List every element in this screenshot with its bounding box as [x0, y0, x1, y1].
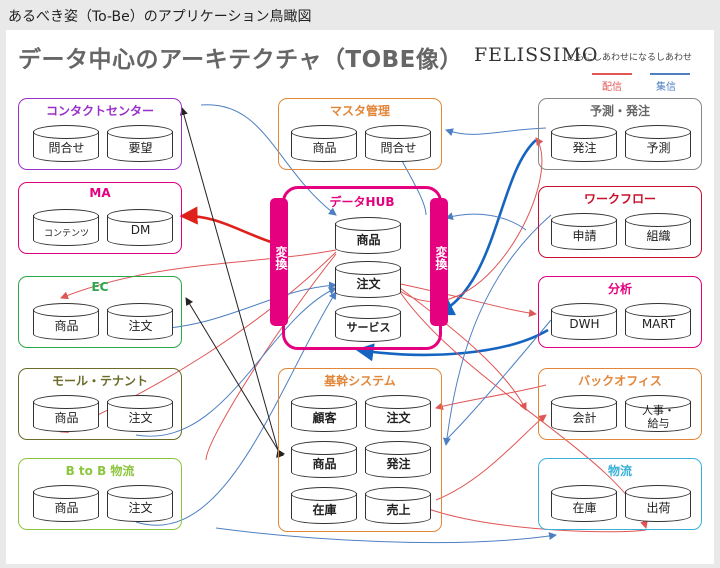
- system-master-management[interactable]: マスタ管理 商品 問合せ: [278, 98, 442, 170]
- converter-right: [430, 198, 448, 326]
- system-title: マスタ管理: [329, 104, 390, 118]
- system-workflow[interactable]: ワークフロー 申請 組織: [538, 186, 702, 258]
- slide-panel: データ中心のアーキテクチャ（TOBE像） FELISSIMO ともにしあわせにな…: [6, 30, 714, 564]
- hub-datastore-product[interactable]: 商品: [335, 217, 401, 257]
- system-title: B to B 物流: [65, 464, 135, 478]
- datastore[interactable]: コンテンツ: [33, 209, 99, 249]
- datastore[interactable]: 会計: [551, 395, 617, 435]
- brand-logo: FELISSIMO: [474, 44, 599, 66]
- legend-inbound-label: 集信: [656, 82, 676, 93]
- datastore[interactable]: 注文: [107, 303, 173, 343]
- system-title: バックオフィス: [578, 374, 662, 388]
- hub-datastore-order[interactable]: 注文: [335, 261, 401, 301]
- datastore[interactable]: 売上: [365, 487, 431, 527]
- datastore[interactable]: 在庫: [551, 485, 617, 525]
- hub-title: データHUB: [329, 195, 395, 209]
- datastore[interactable]: 要望: [107, 125, 173, 165]
- legend-inbound-line: [650, 73, 690, 75]
- system-title: EC: [91, 280, 109, 294]
- datastore[interactable]: 注文: [107, 395, 173, 435]
- system-backoffice[interactable]: バックオフィス 会計 人事・ 給与: [538, 368, 702, 440]
- converter-left: [270, 198, 288, 326]
- system-contact-center[interactable]: コンタクトセンター 問合せ 要望: [18, 98, 182, 170]
- datastore[interactable]: 商品: [33, 395, 99, 435]
- system-btob-logistics[interactable]: B to B 物流 商品 注文: [18, 458, 182, 530]
- system-mall-tenant[interactable]: モール・テナント 商品 注文: [18, 368, 182, 440]
- datastore[interactable]: 注文: [365, 395, 431, 435]
- system-ec[interactable]: EC 商品 注文: [18, 276, 182, 348]
- datastore[interactable]: 問合せ: [365, 125, 431, 165]
- system-forecast-ordering[interactable]: 予測・発注 発注 予測: [538, 98, 702, 170]
- datastore[interactable]: DWH: [551, 303, 617, 343]
- system-title: モール・テナント: [51, 374, 148, 388]
- system-title: 物流: [607, 464, 632, 478]
- converter-right-label: 変換: [434, 246, 448, 270]
- datastore[interactable]: DM: [107, 209, 173, 249]
- hub-to-ma-arrow: [179, 206, 272, 244]
- datastore[interactable]: 申請: [551, 213, 617, 253]
- datastore[interactable]: 商品: [291, 441, 357, 481]
- datastore[interactable]: 人事・ 給与: [625, 395, 691, 435]
- slide-headline: データ中心のアーキテクチャ（TOBE像）: [18, 47, 463, 73]
- datastore[interactable]: 発注: [551, 125, 617, 165]
- system-core[interactable]: 基幹システム 顧客 注文 商品 発注 在庫 売上: [278, 368, 442, 532]
- datastore[interactable]: 出荷: [625, 485, 691, 525]
- datastore[interactable]: 問合せ: [33, 125, 99, 165]
- system-title: 予測・発注: [589, 104, 650, 118]
- datastore[interactable]: 組織: [625, 213, 691, 253]
- data-hub[interactable]: データHUB 商品 注文 サービス: [282, 186, 442, 350]
- legend-outbound-line: [592, 73, 632, 75]
- datastore[interactable]: 在庫: [291, 487, 357, 527]
- datastore[interactable]: 商品: [33, 485, 99, 525]
- datastore[interactable]: 商品: [33, 303, 99, 343]
- datastore[interactable]: 顧客: [291, 395, 357, 435]
- analytics-to-hub-arrow: [355, 328, 549, 362]
- system-logistics[interactable]: 物流 在庫 出荷: [538, 458, 702, 530]
- system-title: 分析: [607, 282, 632, 296]
- datastore[interactable]: 予測: [625, 125, 691, 165]
- system-title: ワークフロー: [583, 192, 656, 206]
- forecast-to-hub-arrow: [435, 139, 537, 316]
- datastore[interactable]: 注文: [107, 485, 173, 525]
- datastore[interactable]: 発注: [365, 441, 431, 481]
- hub-datastore-service[interactable]: サービス: [335, 305, 401, 345]
- system-title: コンタクトセンター: [45, 104, 154, 118]
- legend-outbound-label: 配信: [602, 82, 622, 93]
- datastore[interactable]: MART: [625, 303, 691, 343]
- system-title: MA: [89, 186, 111, 200]
- system-title: 基幹システム: [324, 374, 396, 388]
- brand-tagline: ともにしあわせになるしあわせ: [566, 53, 693, 63]
- datastore[interactable]: 商品: [291, 125, 357, 165]
- page-title: あるべき姿（To-Be）のアプリケーション鳥瞰図: [8, 9, 312, 25]
- system-analytics[interactable]: 分析 DWH MART: [538, 276, 702, 348]
- system-ma[interactable]: MA コンテンツ DM: [18, 182, 182, 254]
- converter-left-label: 変換: [274, 246, 288, 270]
